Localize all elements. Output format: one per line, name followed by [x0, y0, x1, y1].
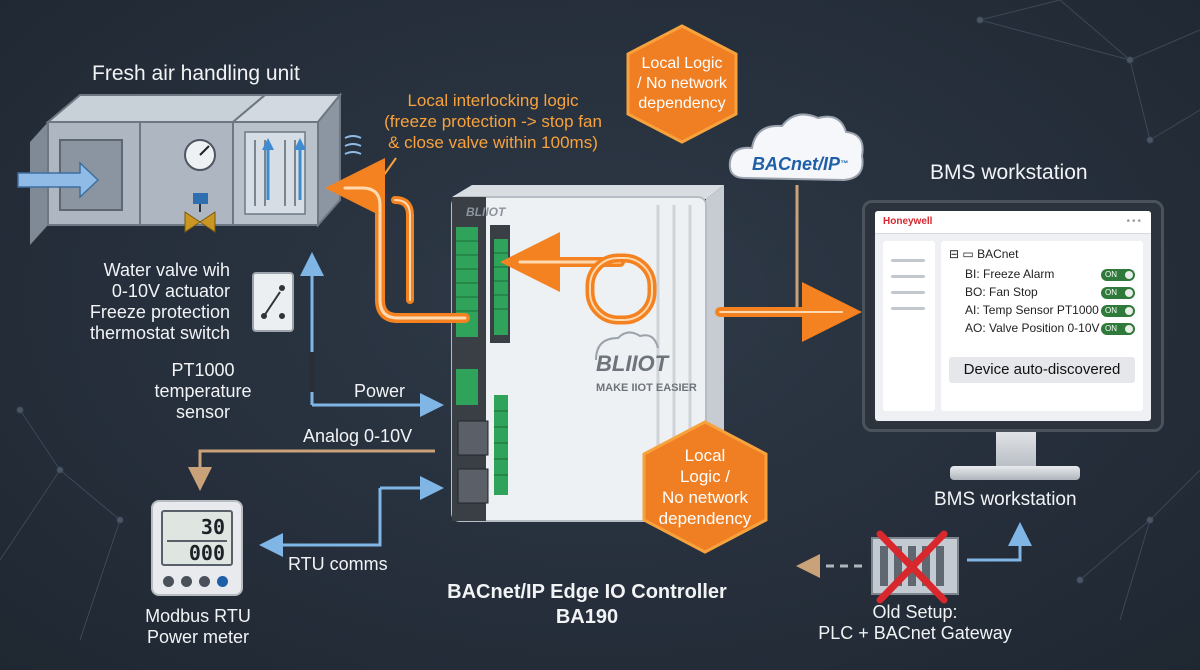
controller-brand: BLIIOT [596, 351, 669, 376]
point-label: AO: Valve Position 0-10V [965, 321, 1100, 335]
point-toggle[interactable]: ON [1101, 305, 1135, 317]
valve-line-4: thermostat switch [89, 323, 230, 343]
meter-divider [167, 540, 227, 542]
meter-label-line-2: Power meter [146, 627, 250, 647]
valve-thermostat-label: Water valve wih 0-10V actuator Freeze pr… [40, 260, 230, 344]
power-label: Power [354, 381, 406, 401]
local-logic-badge-bottom: Local Logic / No network dependency [640, 418, 770, 556]
bacnet-ip-logo: BACnet/IP™ [752, 153, 849, 175]
bms-main-panel: ⊟ ▭ BACnet BI: Freeze Alarm ON BO: Fan S… [941, 241, 1143, 411]
interlock-line-2: (freeze protection -> stop fan [384, 112, 602, 131]
controller-label-line-2: BA190 [555, 606, 619, 628]
meter-label-line-1: Modbus RTU [145, 606, 251, 626]
old-setup-line-1: Old Setup: [872, 602, 958, 622]
red-cross-icon [876, 530, 948, 604]
tree-point-row[interactable]: AI: Temp Sensor PT1000 [965, 303, 1099, 319]
bms-titlebar: Honeywell ••• [875, 211, 1151, 234]
meter-button[interactable] [199, 576, 210, 587]
point-label: AI: Temp Sensor PT1000 [965, 303, 1099, 317]
local-logic-badge-top: Local Logic / No network dependency [624, 22, 740, 146]
wire-old-setup-to-bms [967, 522, 1032, 562]
interlock-note: Local interlocking logic (freeze protect… [375, 90, 611, 153]
controller-top-brand: BLIIOT [466, 205, 506, 219]
old-setup-label: Old Setup: PLC + BACnet Gateway [808, 602, 1022, 644]
honeywell-logo: Honeywell [883, 216, 933, 227]
wire-rtu-to-meter [259, 488, 382, 557]
interlock-line-3: & close valve within 100ms) [388, 133, 598, 152]
sidebar-item[interactable] [891, 307, 925, 310]
interlock-pointer [383, 157, 397, 176]
point-label: BO: Fan Stop [965, 285, 1038, 299]
monitor-base [950, 466, 1080, 480]
bms-workstation-top-label: BMS workstation [930, 161, 1088, 184]
ahu-title: Fresh air handling unit [92, 62, 300, 85]
auto-discovered-banner: Device auto-discovered [949, 357, 1135, 383]
rtu-comms-label: RTU comms [288, 554, 388, 574]
thermostat-switch-icon [252, 272, 294, 332]
tree-point-row[interactable]: AO: Valve Position 0-10V [965, 321, 1100, 337]
interlock-line-1: Local interlocking logic [407, 91, 579, 110]
bms-monitor: Honeywell ••• ⊟ ▭ BACnet BI: Freeze Alar… [862, 200, 1164, 432]
sidebar-item[interactable] [891, 275, 925, 278]
meter-display: 30 000 [161, 510, 233, 566]
tree-root-label: BACnet [977, 247, 1019, 261]
hex-bottom-line-1: Local [684, 446, 726, 465]
point-toggle[interactable]: ON [1101, 269, 1135, 281]
analog-label: Analog 0-10V [303, 426, 413, 446]
hex-bottom-line-3: No network [662, 488, 748, 507]
meter-reading-1: 30 [200, 515, 225, 539]
valve-line-3: Freeze protection [89, 302, 230, 322]
pt1000-line-1: PT1000 [171, 360, 235, 380]
old-setup-line-2: PLC + BACnet Gateway [818, 623, 1012, 643]
bacnet-ip-trademark: ™ [840, 159, 849, 168]
controller-tagline: MAKE IIOT EASIER [596, 382, 697, 394]
sidebar-item[interactable] [891, 291, 925, 294]
meter-button[interactable] [217, 576, 228, 587]
tree-root[interactable]: ⊟ ▭ BACnet [949, 247, 1018, 263]
pt1000-label: PT1000 temperature sensor [140, 360, 266, 423]
hex-bottom-line-4: dependency [658, 509, 752, 528]
meter-button[interactable] [163, 576, 174, 587]
bacnet-ip-text: BACnet/IP [752, 154, 841, 174]
valve-line-2: 0-10V actuator [111, 281, 230, 301]
folder-icon: ⊟ ▭ [949, 247, 978, 261]
sidebar-item[interactable] [891, 259, 925, 262]
controller-label: BACnet/IP Edge IO Controller BA190 [430, 580, 744, 630]
controller-label-line-1: BACnet/IP Edge IO Controller [447, 581, 727, 603]
modbus-power-meter: 30 000 [151, 500, 243, 596]
valve-line-1: Water valve wih [103, 260, 230, 280]
meter-reading-2: 000 [188, 541, 225, 565]
hex-bottom-line-2: Logic / [679, 467, 731, 486]
monitor-stand [996, 432, 1036, 468]
bms-sidebar [883, 241, 935, 411]
bms-screen: Honeywell ••• ⊟ ▭ BACnet BI: Freeze Alar… [875, 211, 1151, 421]
hex-top-line-3: dependency [638, 95, 726, 112]
point-label: BI: Freeze Alarm [965, 267, 1055, 281]
hex-top-line-1: Local Logic [641, 55, 723, 72]
point-toggle[interactable]: ON [1101, 287, 1135, 299]
hex-top-line-2: / No network [637, 75, 727, 92]
meter-button[interactable] [181, 576, 192, 587]
tree-point-row[interactable]: BI: Freeze Alarm [965, 267, 1054, 283]
window-controls-icon: ••• [1126, 216, 1143, 227]
meter-label: Modbus RTU Power meter [128, 606, 268, 648]
bms-workstation-bottom-label: BMS workstation [934, 489, 1077, 510]
pt1000-line-3: sensor [175, 402, 231, 422]
wire-analog [188, 449, 435, 491]
pt1000-line-2: temperature [154, 381, 252, 401]
point-toggle[interactable]: ON [1101, 323, 1135, 335]
tree-point-row[interactable]: BO: Fan Stop [965, 285, 1038, 301]
